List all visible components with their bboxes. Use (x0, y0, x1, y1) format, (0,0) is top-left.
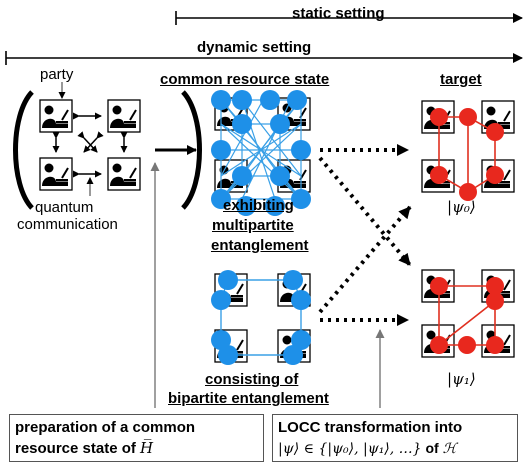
person-at-computer-icon (39, 157, 73, 191)
locc-arrow (318, 205, 412, 314)
hilbert-symbol: ℋ (442, 441, 457, 457)
person-at-computer-icon (107, 157, 141, 191)
psi1-label: |ψ₁⟩ (447, 370, 476, 388)
exhibiting-label-3: entanglement (211, 237, 309, 254)
locc-line-1: LOCC transformation into (278, 419, 463, 436)
locc-line-2: |ψ⟩ ∈ {|ψ₀⟩, |ψ₁⟩, …} of ℋ (278, 438, 512, 459)
locc-box: LOCC transformation into |ψ⟩ ∈ {|ψ₀⟩, |ψ… (272, 414, 518, 462)
preparation-line-1: preparation of a common (15, 419, 196, 436)
h-bar-symbol: H̅ (140, 439, 154, 457)
multipartite-resource (211, 90, 311, 216)
locc-arrow (318, 156, 412, 267)
consisting-label-1: consisting of (205, 371, 299, 388)
target-label: target (440, 71, 482, 88)
preparation-line-2-text: resource state of (15, 440, 141, 457)
preparation-line-2: resource state of H̅ (15, 438, 258, 459)
psi-set-math: |ψ⟩ ∈ {|ψ₀⟩, |ψ₁⟩, …} (278, 441, 422, 457)
quantum-communication-label-2: communication (17, 216, 118, 233)
right-paren (181, 90, 202, 210)
quantum-communication-label-1: quantum (35, 199, 94, 216)
party-group (39, 82, 141, 196)
bipartite-resource (211, 270, 311, 365)
locc-of-text: of (421, 440, 443, 456)
target-psi0 (421, 100, 515, 201)
preparation-box: preparation of a common resource state o… (9, 414, 264, 462)
psi0-label: |ψ₀⟩ (447, 198, 476, 216)
person-at-computer-icon (107, 99, 141, 133)
exhibiting-label-1: exhibiting (223, 197, 294, 214)
person-at-computer-icon (39, 99, 73, 133)
exhibiting-label-2: multipartite (212, 217, 294, 234)
dynamic-setting-label: dynamic setting (197, 39, 312, 56)
common-resource-state-label: common resource state (160, 71, 330, 88)
static-setting-label: static setting (292, 5, 385, 22)
target-psi1 (421, 269, 515, 358)
consisting-label-2: bipartite entanglement (168, 390, 329, 407)
left-paren (13, 90, 34, 210)
party-label: party (40, 66, 74, 83)
